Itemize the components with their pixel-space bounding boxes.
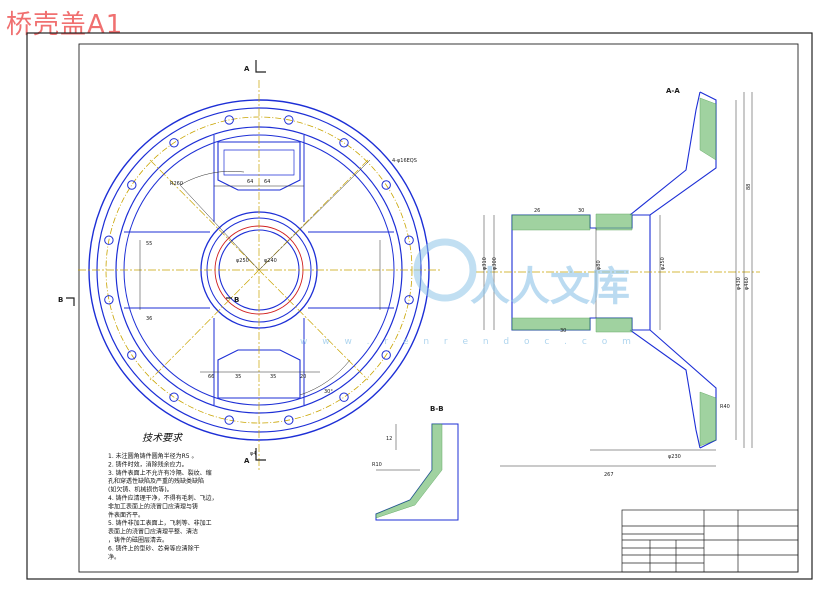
note-line: 表面上的浇冒口应清理平整、清洁 <box>108 528 198 536</box>
bolt-hole <box>127 350 137 360</box>
bolt-hole <box>284 415 294 425</box>
bolt-hole <box>381 350 391 360</box>
section-bb-dims <box>376 424 420 471</box>
svg-text:88: 88 <box>746 184 752 190</box>
svg-text:φ4: φ4 <box>250 451 256 457</box>
note-line: 净。 <box>108 553 120 561</box>
note-line: 4. 铸件应清理干净，不得有毛刺、飞边， <box>108 494 218 502</box>
bolt-hole <box>404 235 414 245</box>
svg-text:64: 64 <box>264 179 270 185</box>
svg-text:35: 35 <box>235 374 241 380</box>
svg-text:20: 20 <box>300 374 306 380</box>
svg-text:30°: 30° <box>324 389 333 395</box>
svg-text:55: 55 <box>146 241 152 247</box>
note-line: 2. 铸件时效，消除残余应力。 <box>108 460 188 468</box>
bolt-hole <box>404 295 414 305</box>
label-a-bottom: A <box>244 457 250 465</box>
center-lines <box>78 80 440 470</box>
bolt-holes <box>104 115 414 425</box>
note-line: 6. 铸件上的型砂、芯骨等应清除干 <box>108 544 200 552</box>
bb-dim-2: R10 <box>372 462 382 468</box>
bolt-hole <box>169 392 179 402</box>
svg-text:R40: R40 <box>720 404 730 410</box>
svg-text:φ250: φ250 <box>236 258 249 264</box>
bolt-hole <box>104 295 114 305</box>
notes-heading: 技术要求 <box>142 432 184 444</box>
bolt-hole <box>224 115 234 125</box>
section-aa-hatch <box>511 97 717 447</box>
technical-notes: 技术要求 1. 未注圆角铸件圆角半径为R5 。2. 铸件时效，消除残余应力。3.… <box>108 432 218 561</box>
note-line: 孔和穿透性缺陷及严重的残缺类缺陷 <box>108 477 204 485</box>
svg-text:φ310: φ310 <box>482 257 488 270</box>
svg-text:26: 26 <box>534 208 540 214</box>
drawing-title: 桥壳盖A1 <box>6 10 124 40</box>
label-section-bb: B-B <box>430 405 444 413</box>
note-line: ，铸件的磁圈层清去。 <box>108 536 168 544</box>
svg-text:35: 35 <box>270 374 276 380</box>
svg-text:4-φ16EQS: 4-φ16EQS <box>392 158 417 164</box>
section-aa-dims <box>483 92 753 467</box>
note-line: 件表面齐平。 <box>108 511 144 519</box>
section-aa-view <box>511 91 717 449</box>
outer-border <box>26 32 813 580</box>
label-section-aa: A-A <box>666 87 680 95</box>
svg-text:φ240: φ240 <box>264 258 277 264</box>
title-block <box>621 509 799 573</box>
label-b-center: B <box>234 296 239 304</box>
watermark: 人人文库 w w w . r e n r e n d o c . c o m <box>300 238 637 347</box>
bolt-hole <box>284 115 294 125</box>
watermark-url: w w w . r e n r e n d o c . c o m <box>300 337 637 347</box>
bolt-hole <box>339 138 349 148</box>
svg-text:φ460: φ460 <box>744 277 750 290</box>
bolt-hole <box>104 235 114 245</box>
svg-text:φ250: φ250 <box>660 257 666 270</box>
label-b-left: B <box>58 296 63 304</box>
section-markers <box>66 60 266 461</box>
svg-text:30: 30 <box>578 208 584 214</box>
front-dimensions <box>139 159 381 396</box>
note-line: (如欠铸、机械损伤等)。 <box>108 486 173 494</box>
bolt-hole <box>224 415 234 425</box>
label-a-top: A <box>244 65 250 73</box>
svg-text:φ230: φ230 <box>668 454 681 460</box>
note-line: 3. 铸件表面上不允许有冷隔、裂纹、缩 <box>108 469 212 477</box>
bolt-hole <box>339 392 349 402</box>
svg-text:267: 267 <box>604 472 614 478</box>
watermark-text: 人人文库 <box>470 264 630 310</box>
svg-text:66: 66 <box>208 374 214 380</box>
bolt-hole <box>169 138 179 148</box>
note-line: 5. 铸件非加工表面上，飞刺等、非加工 <box>108 519 212 527</box>
section-bb-hatch <box>375 423 443 519</box>
inner-border <box>78 43 799 573</box>
svg-text:φ80: φ80 <box>596 260 602 270</box>
svg-text:64: 64 <box>247 179 253 185</box>
svg-text:φ300: φ300 <box>492 257 498 270</box>
section-aa-dim-text: φ310 φ300 φ80 φ250 88 φ430 φ460 267 φ230… <box>482 184 752 478</box>
svg-text:φ430: φ430 <box>736 277 742 290</box>
bb-dim-1: 12 <box>386 436 392 442</box>
svg-text:30: 30 <box>560 328 566 334</box>
front-dim-text: 64 64 66 35 35 20 φ250 φ240 4-φ16EQS R26… <box>146 158 417 457</box>
svg-text:36: 36 <box>146 316 152 322</box>
svg-text:R260: R260 <box>170 181 183 187</box>
note-line: 非加工表面上的浇冒口应清理与铸 <box>108 502 198 510</box>
note-line: 1. 未注圆角铸件圆角半径为R5 。 <box>108 452 198 460</box>
bolt-hole <box>381 180 391 190</box>
bolt-hole <box>127 180 137 190</box>
